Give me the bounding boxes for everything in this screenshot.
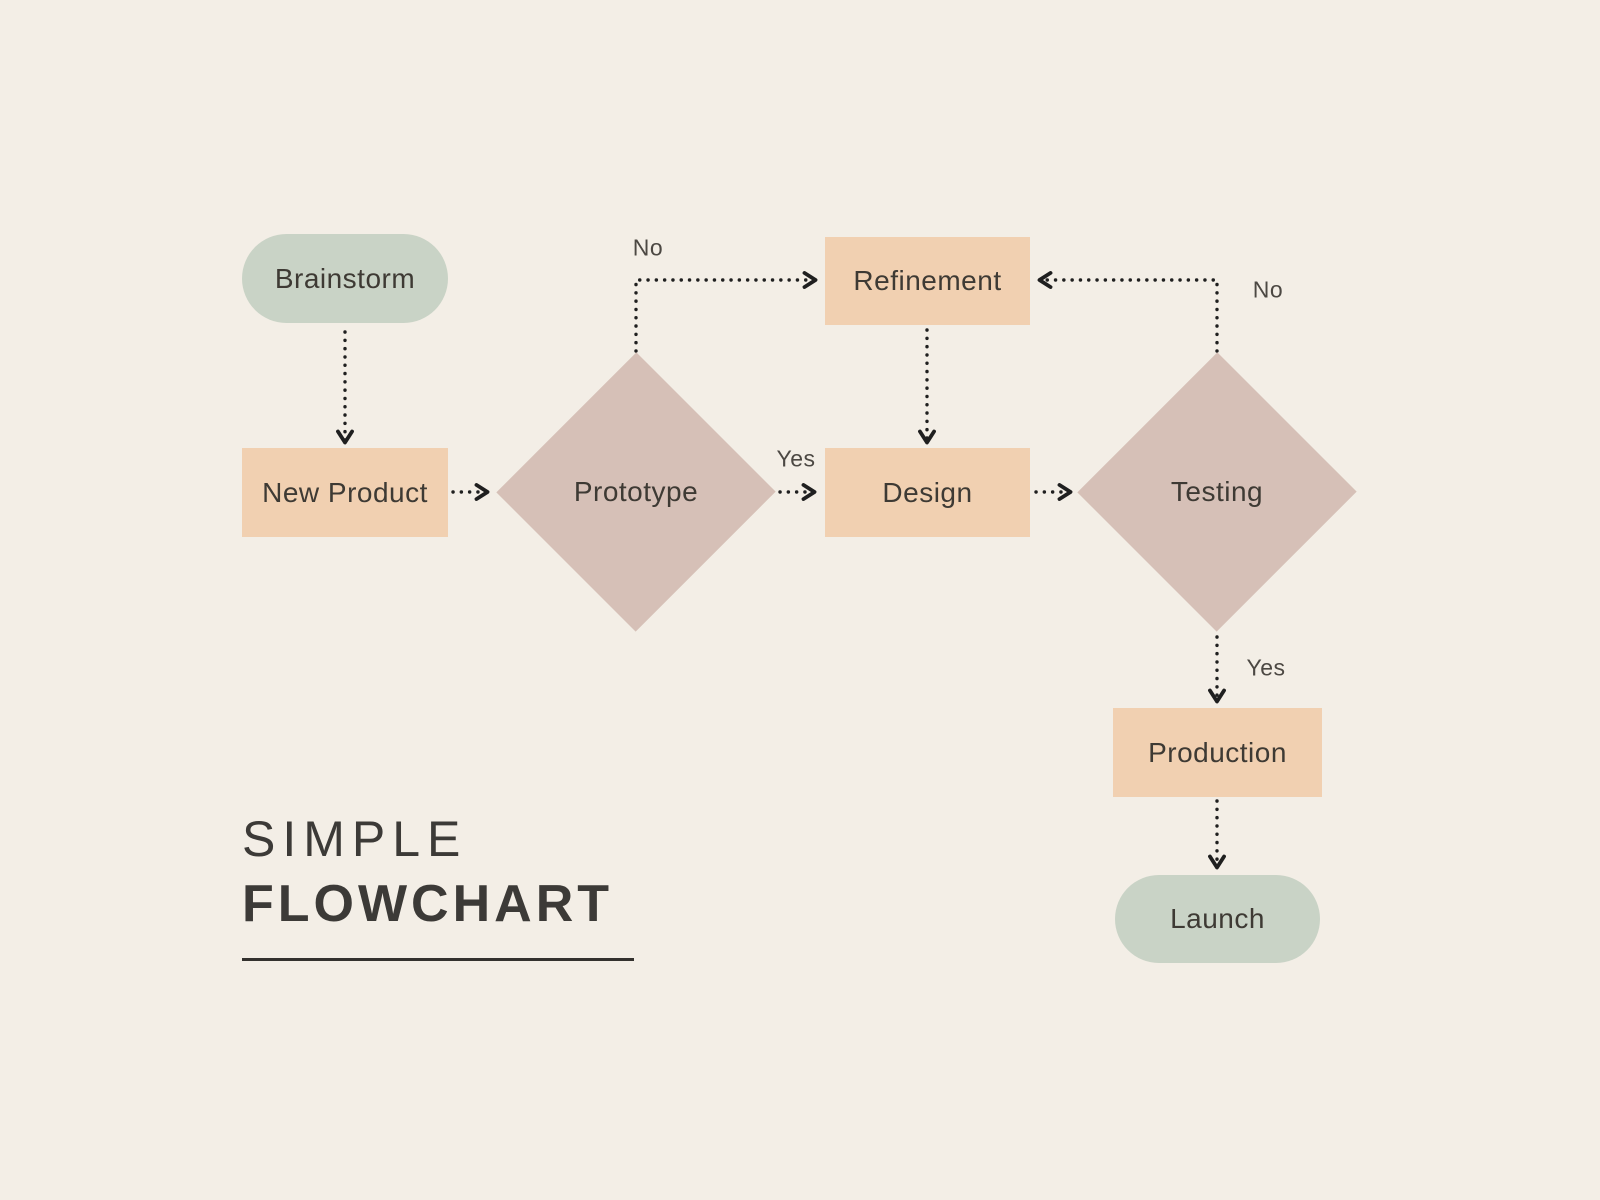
node-prototype-label: Prototype — [573, 476, 699, 507]
node-refinement-label: Refinement — [853, 265, 1002, 296]
node-launch: Launch — [1115, 875, 1320, 963]
edge-label-prototype-no: No — [632, 234, 664, 261]
arrow-testing-to-refinement-no — [1037, 271, 1219, 353]
title-block: SIMPLE FLOWCHART — [242, 814, 634, 961]
edge-label-prototype-yes: Yes — [776, 445, 816, 472]
node-new-product-label: New Product — [262, 476, 428, 508]
node-production-label: Production — [1148, 736, 1287, 768]
node-brainstorm: Brainstorm — [242, 234, 448, 323]
node-brainstorm-label: Brainstorm — [274, 262, 416, 294]
node-testing-label: Testing — [1170, 476, 1264, 507]
title-line1: SIMPLE — [242, 811, 468, 867]
node-design-label: Design — [882, 476, 973, 508]
node-testing: Testing — [1077, 352, 1357, 632]
edge-label-testing-no: No — [1252, 276, 1284, 303]
node-refinement: Refinement — [825, 237, 1030, 325]
title-underline — [242, 958, 634, 961]
node-new-product: New Product — [242, 448, 448, 537]
node-design: Design — [825, 448, 1030, 537]
node-prototype: Prototype — [496, 352, 776, 632]
edge-label-testing-yes: Yes — [1246, 654, 1286, 681]
arrow-prototype-to-refinement-no — [634, 271, 818, 353]
title-line2: FLOWCHART — [242, 875, 614, 933]
node-launch-label: Launch — [1170, 903, 1265, 934]
node-production: Production — [1113, 708, 1322, 797]
